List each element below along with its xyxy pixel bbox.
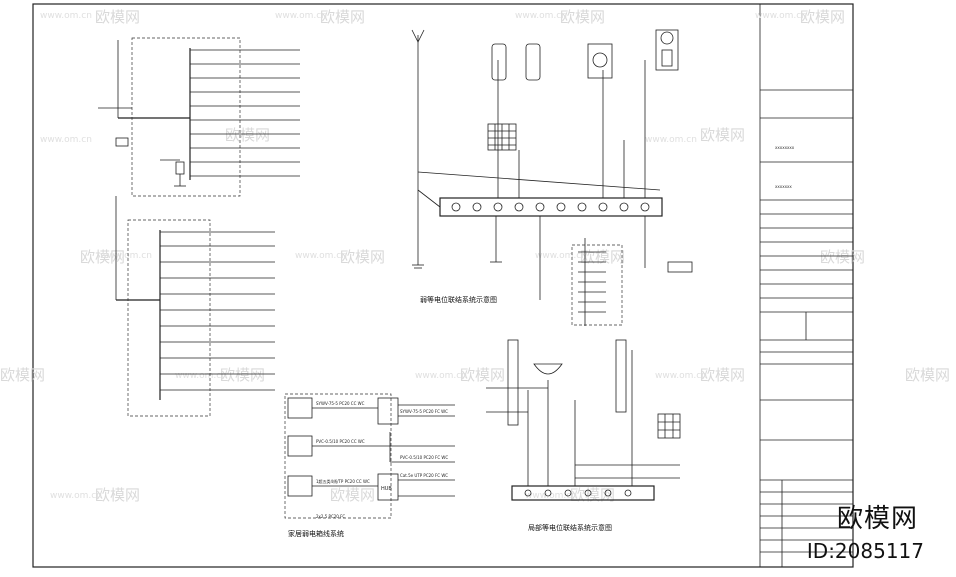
watermark-text: 欧模网 (905, 366, 950, 384)
cable-label: 2x2.5 PC20 FC (316, 514, 345, 519)
watermark-text: 欧模网 (820, 248, 865, 266)
watermark-site: www.om.cn (40, 11, 92, 21)
watermark-text: 欧模网 (700, 126, 745, 144)
watermark-site: www.om.cn (515, 11, 567, 21)
watermark-site: www.om.cn (275, 11, 327, 21)
title-block-frame (759, 3, 854, 568)
watermark-text: 欧模网 (0, 366, 45, 384)
watermark-text: 欧模网 (320, 8, 365, 26)
watermark-text: 欧模网 (700, 366, 745, 384)
watermark-site: www.om.cn (295, 251, 347, 261)
cable-label: Cat.5e UTP PC20 FC WC (400, 473, 448, 478)
hub-label: HUB (381, 486, 392, 492)
watermark-text: 欧模网 (225, 126, 270, 144)
watermark-site: www.om.cn (40, 135, 92, 145)
cable-label: PVC-0.5/10 PC20 FC WC (400, 455, 448, 460)
watermark-site: www.om.cn (655, 371, 707, 381)
watermark-text: 欧模网 (95, 8, 140, 26)
watermark-text: 欧模网 (560, 8, 605, 26)
cable-label: 1超五类4线/TP PC20 CC WC (316, 478, 370, 484)
watermark-layer: 欧模网 欧模网 欧模网 欧模网 欧模网 欧模网 欧模网 欧模网 欧模网 欧模网 … (0, 8, 950, 504)
title-block-rows (760, 89, 853, 567)
weak-equipotential-diagram: 弱等电位联结系统示意图 (411, 29, 693, 326)
title-block-client: XXXXXXXX (775, 146, 795, 150)
cable-label: PVC-0.5/10 PC20 CC WC (316, 439, 365, 444)
watermark-text: 欧模网 (220, 366, 265, 384)
title-block-project: XXXXXXX (775, 185, 792, 189)
bathroom-equipotential-diagram: 局部等电位联结系统示意图 (486, 339, 681, 532)
watermark-text: 欧模网 (80, 248, 125, 266)
terminal-bar-bolts (451, 202, 650, 212)
cable-label: SYWV-75-5 PC20 CC WC (316, 401, 365, 406)
watermark-text: 欧模网 (330, 486, 375, 504)
cable-label: SYWV-75-5 PC20 FC WC (400, 409, 448, 414)
watermark-site: www.om.cn (755, 11, 807, 21)
watermark-text: 欧模网 (580, 248, 625, 266)
watermark-text: 欧模网 (800, 8, 845, 26)
corner-watermark-brand: 欧模网 (836, 504, 918, 534)
watermark-site: www.om.cn (645, 135, 697, 145)
watermark-site: www.om.cn (535, 251, 587, 261)
watermark-site: www.om.cn (50, 491, 102, 501)
watermark-text: 欧模网 (460, 366, 505, 384)
distribution-panel-al1 (98, 37, 300, 197)
home-weak-current-diagram: HUB SYWV-75-5 PC20 CC WC SYWV-75-5 PC20 … (284, 393, 455, 538)
distribution-panel-al2 (115, 196, 275, 417)
watermark-text: 欧模网 (340, 248, 385, 266)
home-weak-current-title: 家居弱电箱线系统 (288, 529, 344, 538)
watermark-text: 欧模网 (95, 486, 140, 504)
drawing-border (32, 3, 854, 568)
watermark-site: www.om.cn (525, 491, 577, 501)
watermark-site: www.om.cn (100, 251, 152, 261)
corner-watermark-id: ID:2085117 (806, 539, 924, 563)
watermark-site: www.om.cn (415, 371, 467, 381)
watermark-site: www.om.cn (175, 371, 227, 381)
bathroom-equipotential-title: 局部等电位联结系统示意图 (528, 523, 612, 532)
weak-equipotential-title: 弱等电位联结系统示意图 (420, 295, 497, 304)
